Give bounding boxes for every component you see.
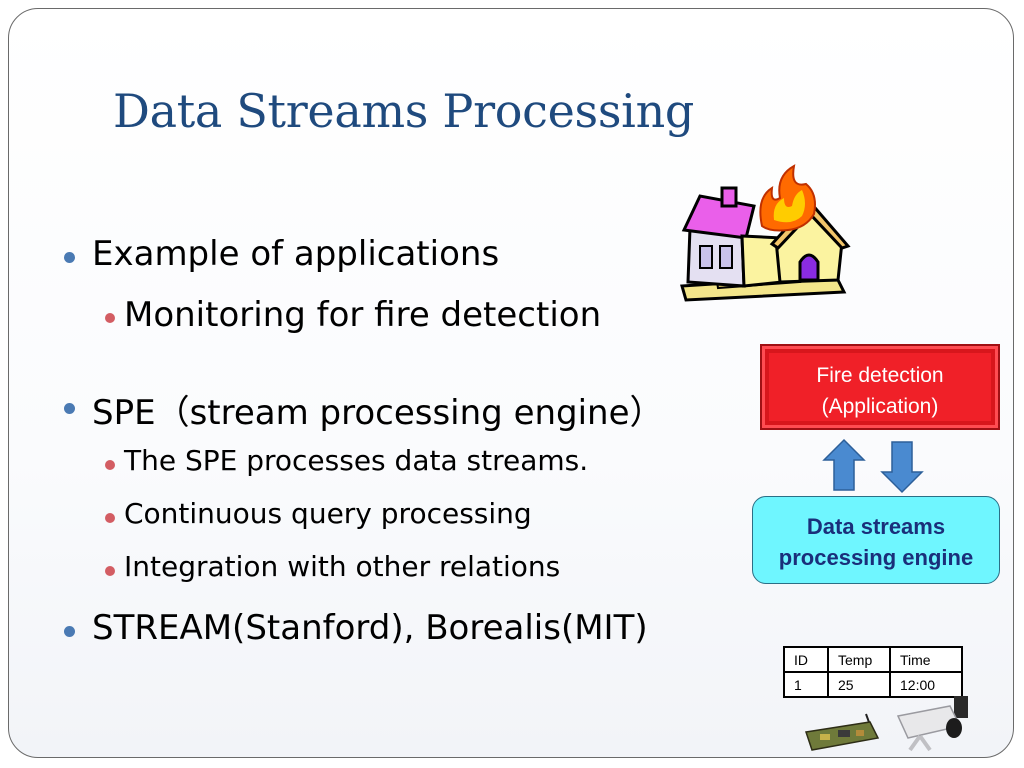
app-box-line-2: (Application) xyxy=(821,395,939,418)
bullet-dot xyxy=(64,252,75,263)
sub-bullet-dot xyxy=(105,460,115,470)
bullet-dot xyxy=(64,626,75,637)
sub-bullet-dot xyxy=(105,313,115,323)
arrow-up-icon xyxy=(822,438,866,491)
table-cell: 12:00 xyxy=(889,671,963,698)
sub-bullet-spe-processes: The SPE processes data streams. xyxy=(124,444,589,477)
table-cell: 25 xyxy=(827,671,891,698)
sub-bullet-fire-detection: Monitoring for fire detection xyxy=(124,295,602,335)
bullet-dot xyxy=(64,403,75,414)
sub-bullet-continuous-query: Continuous query processing xyxy=(124,497,532,530)
table-header-row: ID Temp Time xyxy=(783,646,963,673)
table-header-cell: Temp xyxy=(827,646,891,673)
engine-box-line-1: Data streams xyxy=(806,514,946,539)
sub-bullet-dot xyxy=(105,566,115,576)
sub-bullet-integration: Integration with other relations xyxy=(124,550,561,583)
data-streams-engine-box: Data streams processing engine xyxy=(752,496,1000,584)
fire-detection-application-box: Fire detection (Application) xyxy=(760,344,1000,430)
sensor-board-icon xyxy=(805,713,880,751)
bullet-spe: SPE（stream processing engine） xyxy=(92,393,664,433)
sub-bullet-dot xyxy=(105,513,115,523)
camera-icon xyxy=(896,696,968,752)
bullet-stream-borealis: STREAM(Stanford), Borealis(MIT) xyxy=(92,608,648,648)
stream-tuple-table: ID Temp Time 1 25 12:00 xyxy=(783,646,963,698)
burning-house-icon xyxy=(680,164,851,302)
table-header-cell: Time xyxy=(889,646,963,673)
bullet-example-of-applications: Example of applications xyxy=(92,234,500,274)
engine-box-line-2: processing engine xyxy=(778,545,974,570)
table-row: 1 25 12:00 xyxy=(783,671,963,698)
arrow-down-icon xyxy=(880,441,924,494)
app-box-line-1: Fire detection xyxy=(816,364,944,387)
page-title: Data Streams Processing xyxy=(113,84,695,138)
table-cell: 1 xyxy=(783,671,829,698)
table-header-cell: ID xyxy=(783,646,829,673)
